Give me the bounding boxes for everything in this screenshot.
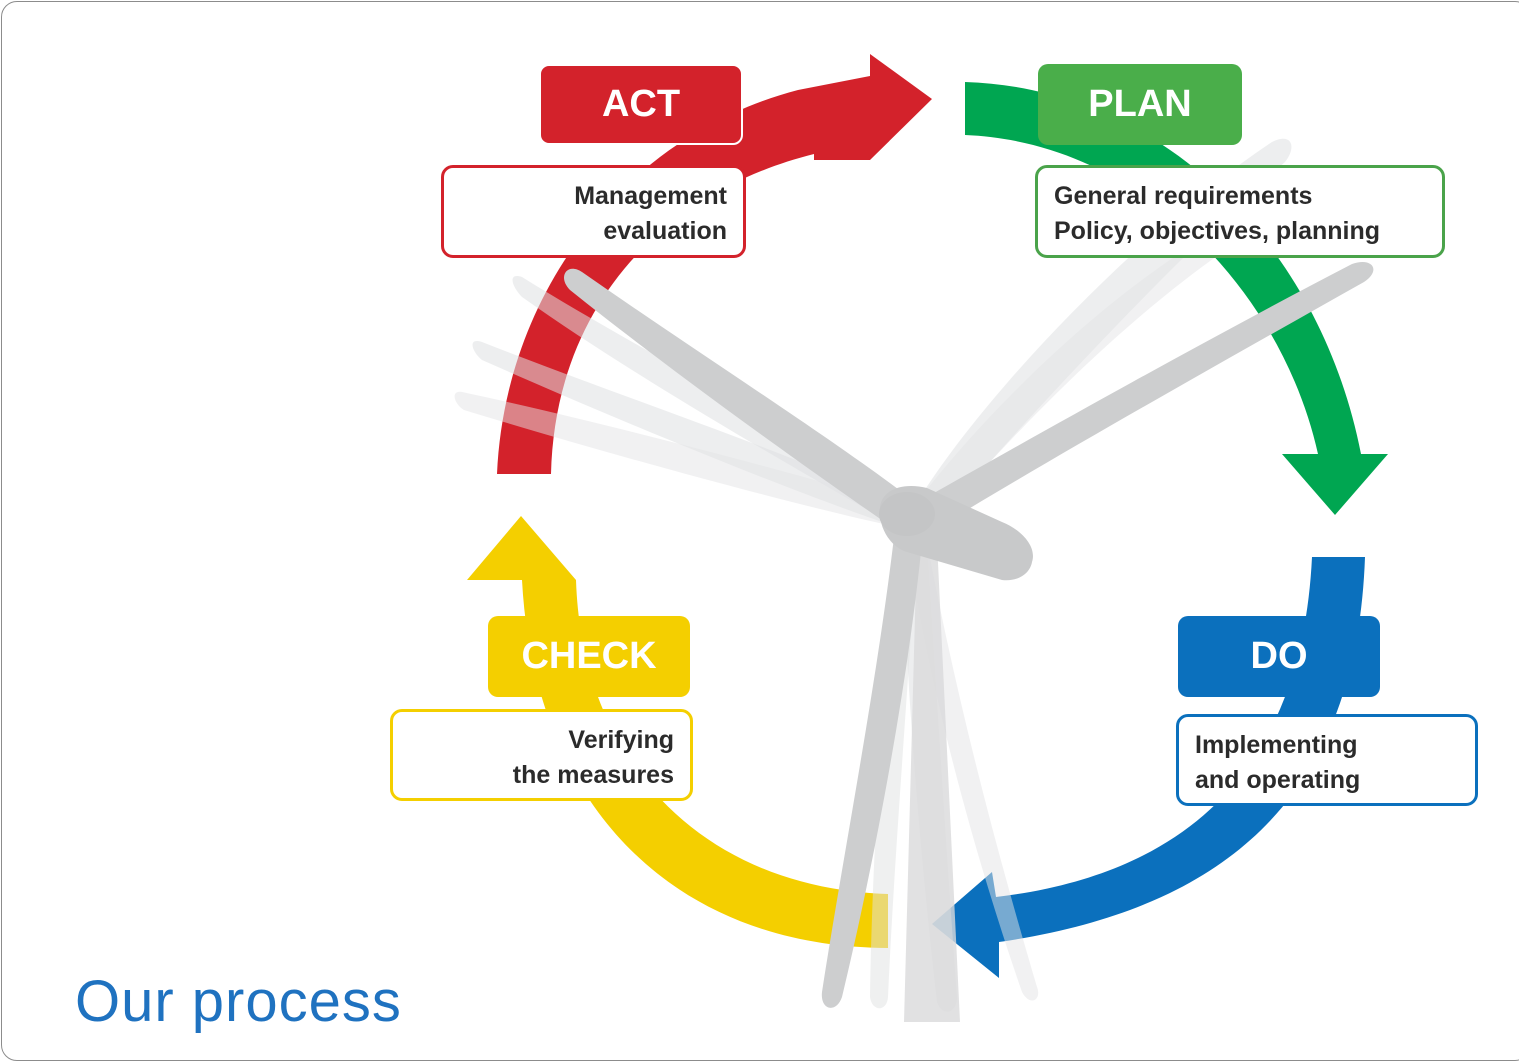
act-description-line: Management [574, 182, 727, 210]
do-description: Implementing and operating [1176, 714, 1478, 806]
act-arrow [497, 54, 932, 474]
plan-description: General requirements Policy, objectives,… [1035, 165, 1445, 258]
check-description-line: the measures [512, 761, 674, 789]
page-title: Our process [75, 969, 402, 1034]
plan-description-line: Policy, objectives, planning [1054, 217, 1381, 245]
act-phase-label: ACT [539, 64, 743, 145]
check-description-line: Verifying [568, 726, 674, 754]
do-description-line: Implementing [1195, 731, 1358, 759]
wind-turbine-icon [454, 138, 1374, 1022]
pdca-cycle-diagram [454, 54, 1388, 1022]
act-description: Management evaluation [441, 165, 746, 258]
plan-phase-label: PLAN [1038, 64, 1242, 145]
do-description-line: and operating [1195, 766, 1361, 794]
plan-description-line: General requirements [1054, 182, 1313, 210]
act-description-line: evaluation [603, 217, 727, 245]
check-phase-label: CHECK [488, 616, 690, 697]
do-phase-label: DO [1178, 616, 1380, 697]
check-description: Verifying the measures [390, 709, 693, 801]
